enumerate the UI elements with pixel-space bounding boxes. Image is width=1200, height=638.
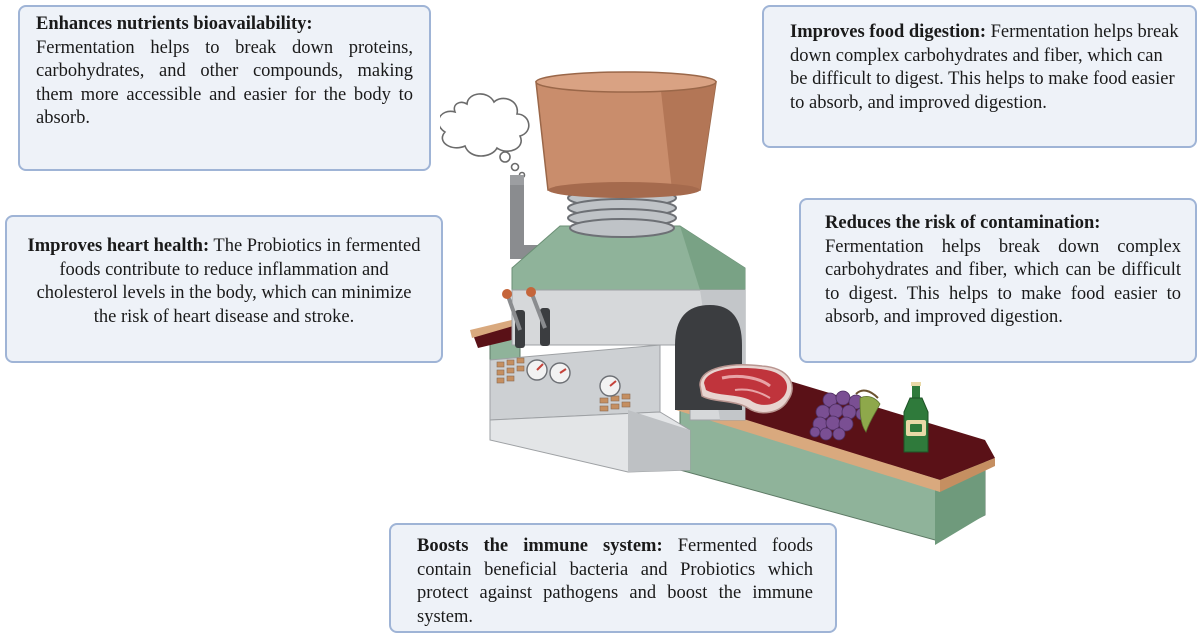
fermentation-machine-icon: [489, 71, 746, 473]
benefit-card-heart: Improves heart health: The Probiotics in…: [5, 215, 443, 363]
steak-icon: [699, 364, 793, 414]
benefit-card-digestion: Improves food digestion: Fermentation he…: [762, 5, 1197, 148]
benefit-title-immune: Boosts the immune system:: [417, 536, 663, 556]
benefit-text-immune: Fermented foods contain beneficial bacte…: [417, 536, 813, 627]
benefit-text-nutrients: Fermentation helps to break down protein…: [36, 37, 413, 129]
grapes-icon: [809, 389, 881, 441]
benefit-text-contamination: Fermentation helps break down complex ca…: [825, 236, 1181, 328]
benefit-title-digestion: Improves food digestion:: [790, 22, 986, 42]
benefit-card-immune: Boosts the immune system: Fermented food…: [389, 523, 837, 633]
benefit-title-heart: Improves heart health:: [27, 236, 210, 256]
benefit-card-nutrients: Enhances nutrients bioavailability: Ferm…: [18, 5, 431, 171]
bottle-icon: [903, 382, 929, 453]
thought-bubble-icon: [440, 93, 530, 179]
benefit-title-contamination: Reduces the risk of contamination:: [825, 213, 1101, 233]
fermentation-machine-illustration: [440, 71, 995, 545]
benefit-card-contamination: Reduces the risk of contamination: Ferme…: [799, 198, 1197, 363]
benefit-text-heart: The Probiotics in fermented foods contri…: [36, 236, 421, 327]
benefit-text-digestion: Fermentation helps break down complex ca…: [790, 22, 1179, 113]
benefit-title-nutrients: Enhances nutrients bioavailability:: [36, 14, 313, 34]
